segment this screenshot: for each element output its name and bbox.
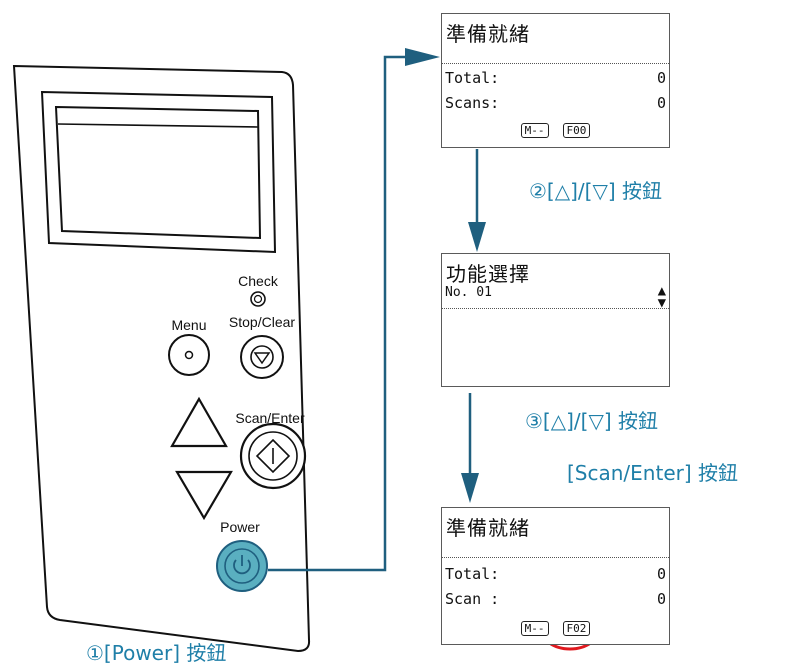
total-label: Total: [445, 565, 500, 583]
power-connector-line [268, 55, 405, 572]
dotted-divider [442, 63, 669, 64]
check-led [250, 291, 266, 307]
total-value: 0 [656, 69, 666, 87]
operator-panel [12, 64, 311, 653]
panel-lcd-window-inner [54, 105, 262, 240]
panel-lcd-window-outer [40, 90, 277, 254]
total-row: Total: 0 [445, 565, 666, 583]
down-button [175, 470, 233, 521]
menu-button[interactable] [168, 334, 210, 376]
dotted-divider [442, 557, 669, 558]
dotted-divider [442, 308, 669, 309]
power-icon [233, 559, 251, 575]
status-badges: M-- F00 [442, 123, 669, 138]
scans-row: Scans: 0 [445, 94, 666, 112]
up-button [170, 396, 228, 448]
total-row: Total: 0 [445, 69, 666, 87]
scan-enter-label: Scan/Enter [235, 410, 305, 426]
arrowhead-to-screen1 [405, 48, 440, 66]
lcd-screen-ready-f02: 準備就緒 Total: 0 Scan : 0 M-- F02 [441, 507, 670, 645]
menu-label: Menu [171, 317, 207, 333]
power-label: Power [220, 519, 260, 535]
scan-row: Scan : 0 [445, 590, 666, 608]
function-badge: F00 [562, 123, 591, 138]
lcd-screen-function-select: 功能選擇 No. 01 ▲▼ [441, 253, 670, 387]
caption-step2: ②[△]/[▽] 按鈕 [529, 179, 662, 203]
screen-title: 功能選擇 [446, 262, 530, 286]
screen-title: 準備就緒 [446, 22, 530, 46]
scans-label: Scans: [445, 94, 500, 112]
scan-value: 0 [656, 590, 666, 608]
scans-value: 0 [656, 94, 666, 112]
function-badge: F02 [562, 621, 591, 636]
total-label: Total: [445, 69, 500, 87]
mode-badge: M-- [520, 621, 549, 636]
caption-step3-line2: [Scan/Enter] 按鈕 [567, 461, 739, 485]
scan-diamond-icon [255, 438, 291, 474]
stop-clear-label: Stop/Clear [228, 314, 296, 330]
function-row: No. 01 ▲▼ [445, 283, 666, 311]
function-number: No. 01 [445, 285, 492, 300]
total-value: 0 [656, 565, 666, 583]
status-badges: M-- F02 [442, 621, 669, 636]
caption-step1: ①[Power] 按鈕 [86, 641, 227, 665]
stop-clear-button[interactable] [240, 335, 284, 379]
stop-triangle-icon [253, 352, 271, 365]
check-label: Check [238, 273, 278, 289]
lcd-screen-ready: 準備就緒 Total: 0 Scans: 0 M-- F00 [441, 13, 670, 148]
caption-step3-line1: ③[△]/[▽] 按鈕 [525, 409, 658, 433]
mode-badge: M-- [520, 123, 549, 138]
scan-label: Scan : [445, 590, 500, 608]
up-down-arrows-icon: ▲▼ [657, 283, 666, 311]
screen-title: 準備就緒 [446, 516, 530, 540]
